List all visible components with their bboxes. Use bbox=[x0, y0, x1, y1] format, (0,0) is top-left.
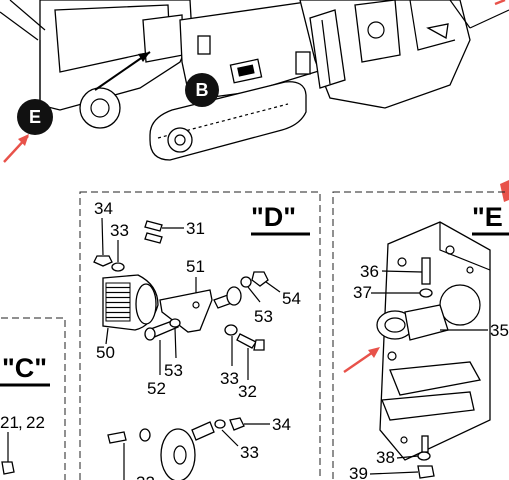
part-label-51: 51 bbox=[186, 257, 205, 276]
frame-bracket bbox=[197, 35, 211, 55]
part-label-39: 39 bbox=[349, 464, 368, 480]
track-wheel bbox=[167, 127, 193, 153]
washer-33 bbox=[111, 262, 125, 272]
part-label-37: 37 bbox=[353, 283, 372, 302]
detail-d: "D" 34 33 31 51 50 54 53 bbox=[93, 199, 310, 480]
washer-53b bbox=[169, 318, 181, 328]
part-label-31: 31 bbox=[186, 219, 205, 238]
detail-e: "E 36 37 35 38 39 bbox=[343, 202, 509, 480]
washer-bottom bbox=[139, 428, 151, 442]
part-label-21: 21 bbox=[0, 413, 19, 432]
part-label-33: 33 bbox=[110, 221, 129, 240]
part-label-32: 32 bbox=[238, 382, 257, 401]
tab-bracket bbox=[191, 421, 215, 441]
hydraulic-cylinder bbox=[309, 9, 346, 89]
bolt-39 bbox=[421, 435, 429, 453]
nut-39 bbox=[417, 465, 435, 479]
part-label-22: 22 bbox=[26, 413, 45, 432]
fitting-21 bbox=[1, 461, 15, 475]
part-label-35: 35 bbox=[490, 321, 509, 340]
clip-31-bottom bbox=[144, 232, 163, 244]
part-label-54: 54 bbox=[282, 289, 301, 308]
bolt-bottom bbox=[107, 431, 127, 444]
detail-d-title: "D" bbox=[251, 202, 296, 232]
washer-37 bbox=[419, 288, 433, 298]
part-label-33-b: 33 bbox=[220, 369, 239, 388]
part-label-34-b: 34 bbox=[272, 415, 291, 434]
marker-e bbox=[17, 99, 53, 135]
detail-e-title: "E bbox=[472, 202, 503, 232]
part-label-53-right: 53 bbox=[254, 307, 273, 326]
nut-bottom-34 bbox=[229, 417, 245, 431]
part-label-38: 38 bbox=[376, 448, 395, 467]
side-grille bbox=[142, 14, 184, 63]
washer-53a bbox=[240, 276, 252, 288]
part-label-53-left: 53 bbox=[164, 361, 183, 380]
nut-34 bbox=[93, 255, 113, 267]
part-label-separator: , bbox=[18, 413, 23, 432]
lower-grille bbox=[389, 361, 482, 396]
part-label-34: 34 bbox=[94, 199, 113, 218]
part-label-32-b: 32 bbox=[136, 473, 155, 480]
red-arrow-edge bbox=[500, 180, 509, 202]
bracket-51 bbox=[159, 289, 213, 333]
washer-38 bbox=[417, 451, 431, 461]
screw-32 bbox=[236, 333, 257, 349]
part-label-33-c: 33 bbox=[240, 443, 259, 462]
marker-e-label: E bbox=[29, 107, 41, 127]
part-label-52: 52 bbox=[147, 379, 166, 398]
washer-33b bbox=[224, 324, 238, 336]
gear-housing bbox=[354, 0, 401, 63]
red-arrow-detail-e bbox=[343, 349, 377, 373]
part-label-36: 36 bbox=[360, 262, 379, 281]
detail-c-title: "C" bbox=[2, 353, 47, 383]
machine-overview: B E bbox=[0, 0, 509, 202]
part-label-50: 50 bbox=[96, 343, 115, 362]
warning-triangle bbox=[426, 23, 449, 40]
detail-c-frame bbox=[0, 317, 66, 480]
side-handle bbox=[295, 51, 311, 75]
marker-b bbox=[185, 73, 219, 107]
clip-31-top bbox=[144, 220, 163, 232]
plug-cap bbox=[226, 286, 242, 306]
lower-flange bbox=[381, 391, 475, 421]
nut-54 bbox=[251, 271, 269, 287]
stud-36 bbox=[421, 257, 431, 285]
marker-b-label: B bbox=[196, 80, 209, 100]
detail-c: "C" 21 , 22 bbox=[0, 353, 50, 475]
bracket-plate bbox=[379, 221, 491, 461]
pulley-disc bbox=[160, 428, 196, 480]
front-wheel bbox=[79, 87, 121, 129]
detail-e-frame bbox=[332, 191, 509, 480]
detail-d-frame bbox=[79, 191, 321, 480]
washer-bottom-33 bbox=[214, 419, 226, 429]
